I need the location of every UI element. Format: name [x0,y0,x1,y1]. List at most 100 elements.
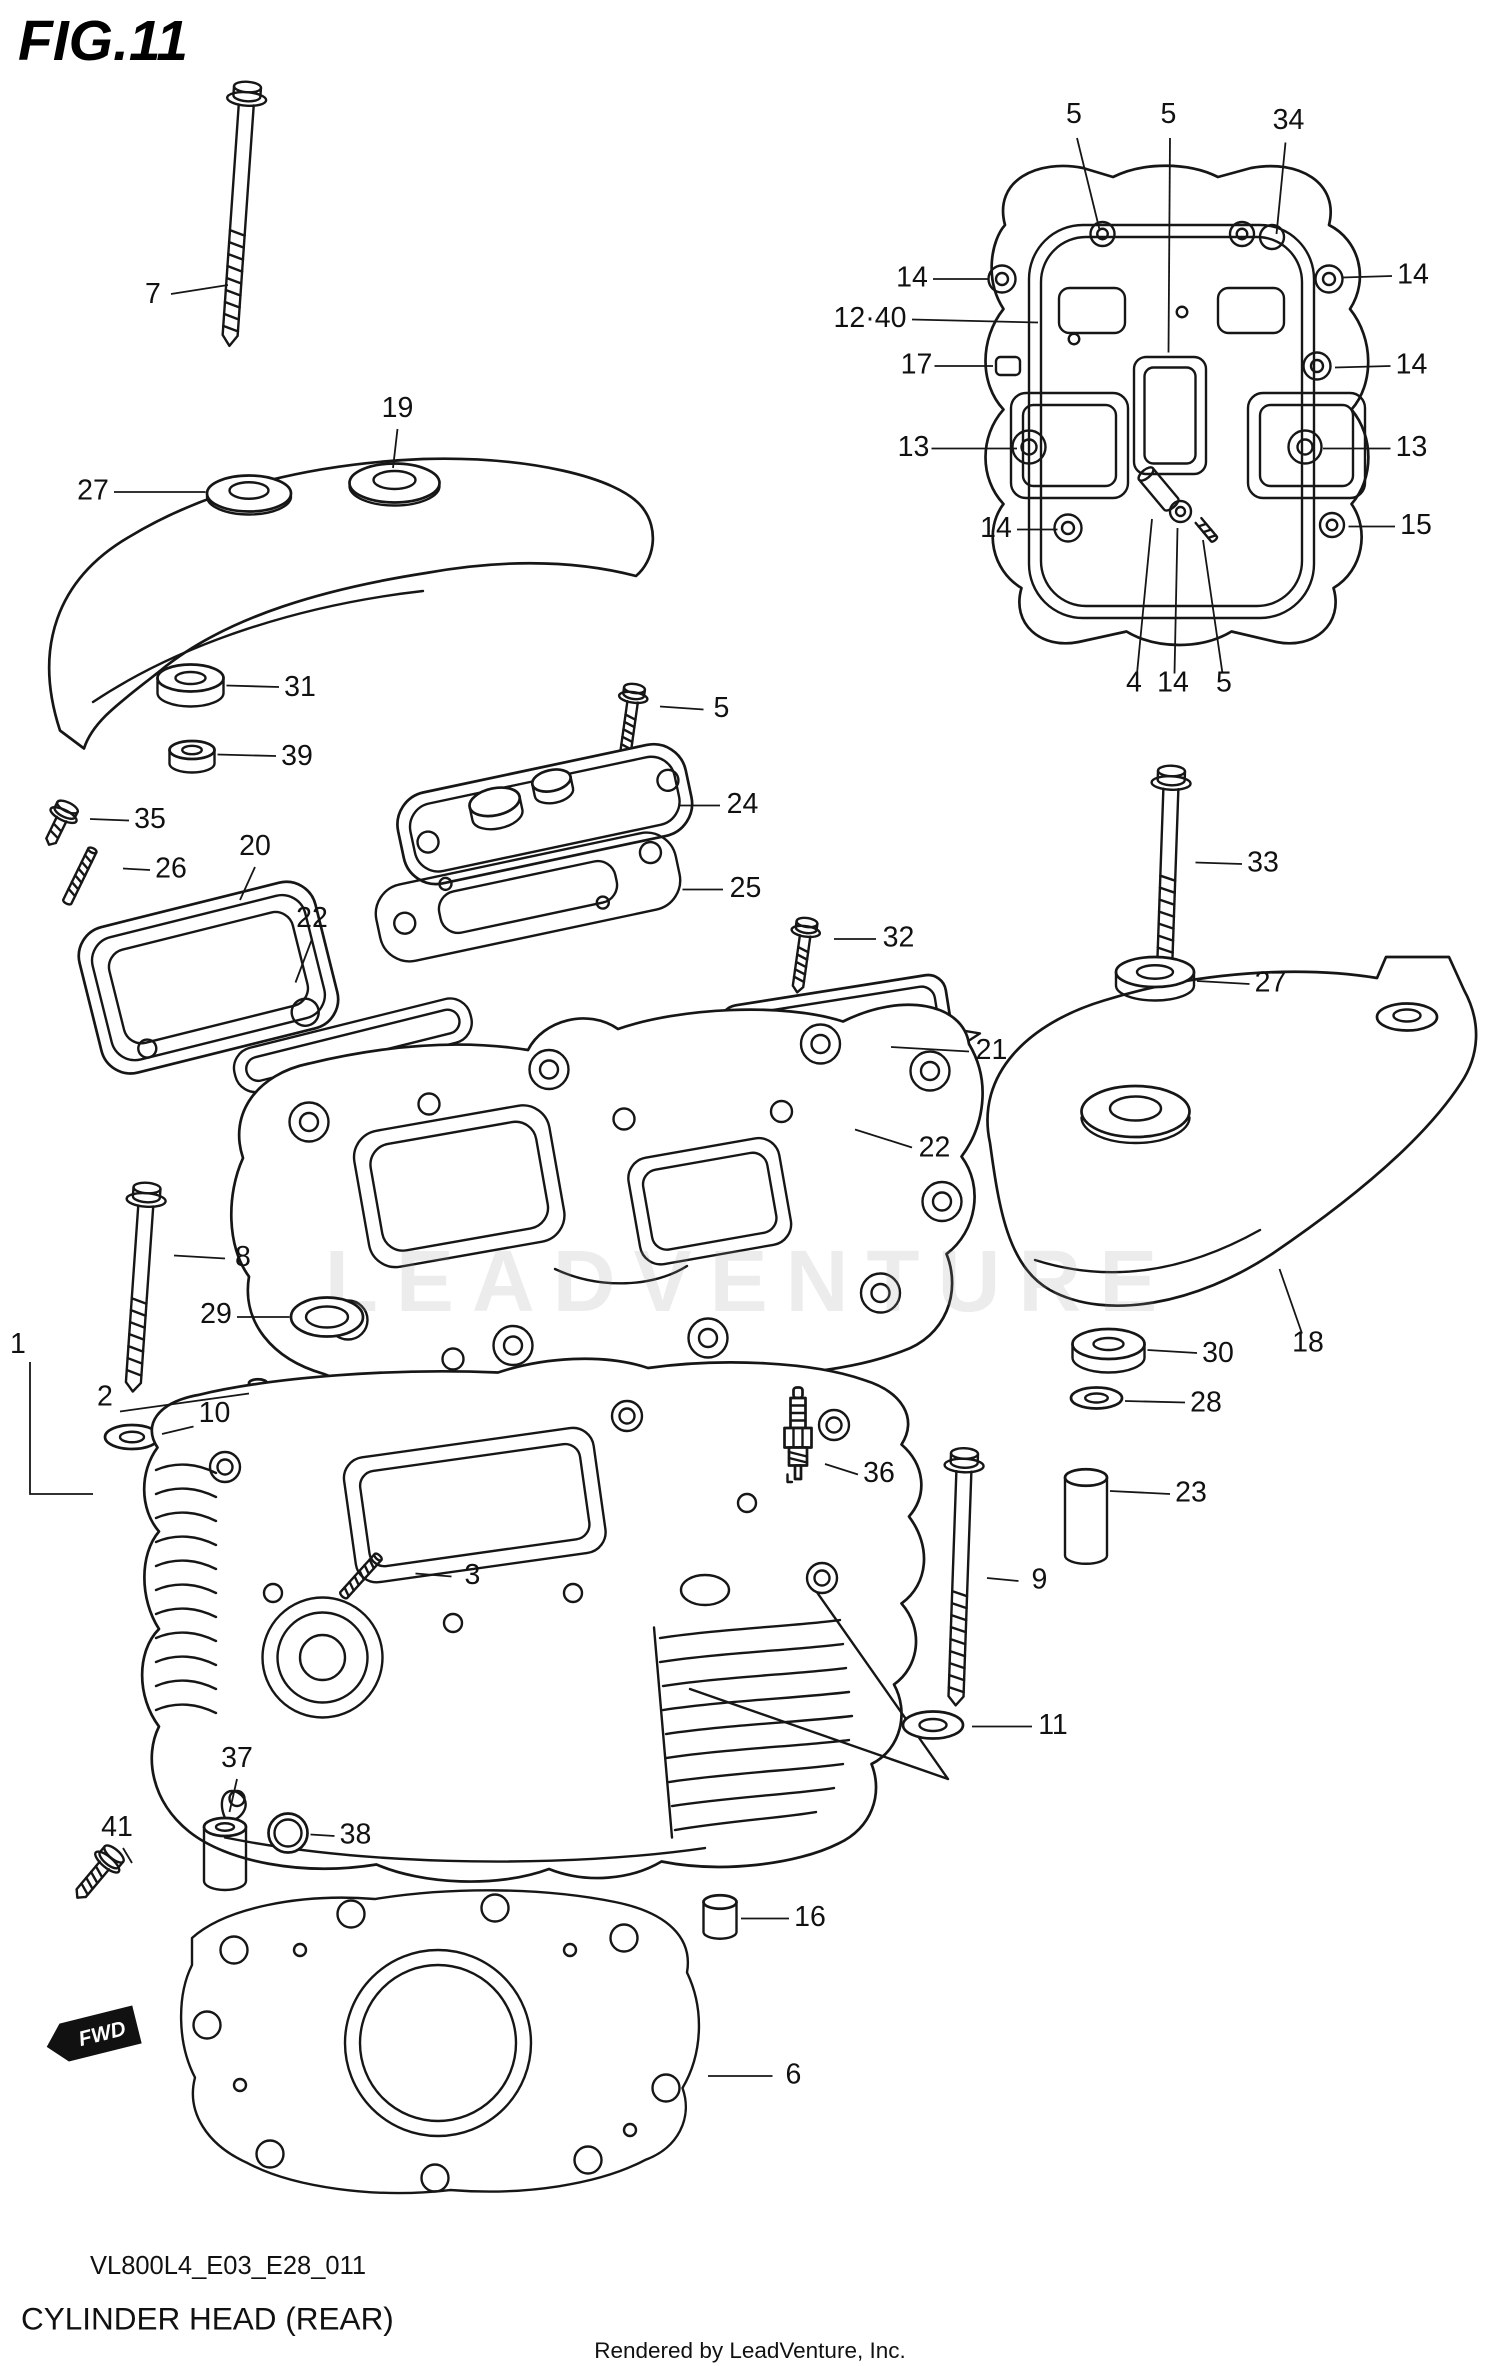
part-label-22: 22 [919,1132,951,1164]
watermark-text: LEADVENTURE [325,1233,1176,1330]
leader-line-41 [122,1847,133,1864]
spark-plug-36-art [783,1386,813,1484]
leader-line-4 [1136,518,1153,674]
part-label-16: 16 [794,1901,826,1933]
fwd-arrow: FWD [46,2005,142,2062]
leader-line-14 [1173,527,1179,674]
part-label-2: 2 [97,1381,113,1413]
part-label-11: 11 [1038,1709,1068,1741]
part-label-41: 41 [101,1811,133,1843]
bolt-8-art [124,1181,167,1393]
washer-10-art [103,1423,161,1451]
part-label-27: 27 [77,475,109,507]
leader-line-33 [1195,861,1243,865]
leader-line-39 [217,753,277,757]
spacer-39-art [168,739,216,774]
part-label-10: 10 [199,1397,231,1429]
part-label-30: 30 [1202,1337,1234,1369]
part-label-15: 15 [1400,509,1432,541]
part-label-13: 13 [898,431,930,463]
part-label-14: 14 [896,262,928,294]
bolt-41-art [75,1844,125,1899]
leader-line-9 [986,1577,1019,1582]
leader-line-14 [1342,275,1393,279]
part-label-1: 1 [10,1328,26,1360]
part-label-32: 32 [883,922,915,954]
bolt-9-art [943,1447,985,1707]
part-label-4: 4 [1126,667,1142,699]
washer-11-art [901,1710,965,1740]
leader-line-5 [1167,137,1171,353]
part-label-8: 8 [235,1241,251,1273]
leader-line-18 [1278,1268,1303,1334]
part-label-20: 20 [239,830,271,862]
part-label-6: 6 [786,2059,802,2091]
part-label-27: 27 [1255,967,1287,999]
part-label-17: 17 [901,349,933,381]
cap-16-art [702,1893,738,1940]
oring-38-art [267,1812,309,1854]
part-label-5: 5 [1161,98,1177,130]
part-label-26: 26 [155,853,187,885]
valve-cover-20-art [77,880,340,1075]
part-label-34: 34 [1273,104,1305,136]
leader-line-26 [122,867,151,871]
leader-line-3 [415,1572,452,1578]
part-label-14: 14 [1157,667,1189,699]
leader-line-19 [392,428,399,469]
bolt-35-art [45,799,80,846]
part-label-21: 21 [976,1034,1008,1066]
part-label-5: 5 [1216,667,1232,699]
leader-line-27 [1196,980,1250,985]
leader-line-34 [1275,142,1287,235]
part-label-35: 35 [134,803,166,835]
part-label-7: 7 [145,278,161,310]
tensioner-37-art [202,1789,248,1892]
breather-gasket-25-art [374,831,682,963]
seal-29-art [289,1296,365,1338]
bolt-33-art [1150,764,1192,974]
leader-line-12·40 [911,318,1039,324]
leader-line-22 [294,938,313,983]
part-label-23: 23 [1175,1477,1207,1509]
part-label-14: 14 [980,512,1012,544]
cylinder-head-art [140,1357,950,1883]
part-label-5: 5 [714,692,730,724]
leader-line-38 [310,1833,335,1837]
leader-line-22 [854,1128,913,1149]
plan-view-cover-art [984,164,1370,647]
part-label-33: 33 [1247,847,1279,879]
leader-line-36 [824,1463,859,1476]
grommet-27-right-art [1114,955,1196,1002]
head-gasket-6-art [179,1889,701,2195]
stud-3-art [339,1552,383,1600]
leader-line-5 [1076,137,1101,230]
cover-18-art [986,955,1478,1307]
leader-line-5 [1202,539,1224,674]
part-label-37: 37 [221,1742,253,1774]
bolt-32-art [790,916,822,994]
stud-26-art [62,846,98,906]
grommet-30-art [1071,1327,1146,1374]
leader-line-7 [170,284,229,295]
part-label-12·40: 12·40 [834,302,907,334]
leader-lines [29,137,1395,2077]
part-label-9: 9 [1032,1564,1048,1596]
part-label-28: 28 [1190,1387,1222,1419]
part-label-5: 5 [1066,98,1082,130]
part-label-25: 25 [730,872,762,904]
footer-part-code: VL800L4_E03_E28_011 [90,2252,366,2280]
leader-line-1 [29,1362,93,1495]
part-label-19: 19 [382,392,414,424]
part-label-22: 22 [296,902,328,934]
grommet-31-art [156,663,225,708]
part-label-3: 3 [465,1559,481,1591]
rocker-housing-art [230,1003,984,1397]
leader-line-20 [239,866,256,901]
leader-line-2 [119,1392,250,1413]
leader-line-21 [890,1046,970,1053]
part-label-29: 29 [200,1298,232,1330]
figure-title: FIG.11 [18,9,188,73]
leader-line-8 [173,1254,226,1260]
